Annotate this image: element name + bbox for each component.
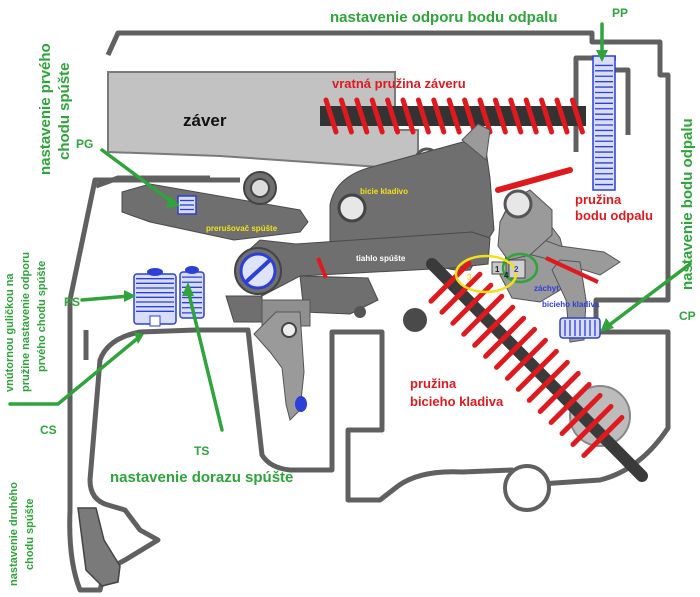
hammer-spring-coil bbox=[504, 337, 548, 381]
pg-screw bbox=[177, 195, 197, 215]
catch-label-1: záchyt bbox=[534, 284, 559, 293]
hammer-spring-coil bbox=[570, 404, 614, 448]
cs-label: CS bbox=[40, 423, 57, 437]
cp-label: CP bbox=[679, 309, 696, 323]
red-stop-mark bbox=[545, 256, 599, 284]
first-stage-label-1: nastavenie prvého bbox=[37, 43, 54, 175]
hammer-spring-label-2: bicieho kladiva bbox=[410, 394, 504, 409]
recoil-coil bbox=[554, 97, 570, 135]
recoil-coil bbox=[539, 97, 555, 135]
hammer-spring-coil bbox=[472, 304, 516, 348]
recoil-coil bbox=[400, 97, 416, 135]
ps-label: PS bbox=[64, 295, 80, 309]
red-bar-mark bbox=[316, 257, 328, 279]
ts-label: TS bbox=[194, 444, 209, 458]
recoil-coil bbox=[369, 97, 385, 135]
hammer-label: bicie kladivo bbox=[360, 187, 408, 196]
marker-4: 4 bbox=[504, 271, 509, 280]
marker-1: 1 bbox=[495, 265, 500, 274]
first-stage-label-2: chodu spúšte bbox=[56, 62, 73, 160]
recoil-coil bbox=[508, 97, 524, 135]
recoil-coil bbox=[354, 97, 370, 135]
fire-point-spring-label-2: bodu odpalu bbox=[575, 208, 653, 223]
hammer-spring-coil bbox=[439, 271, 483, 315]
ball-note-label-3: prvého chodu spúšte bbox=[36, 261, 48, 372]
ball-note-label-2: pružine nastavenie odporu bbox=[20, 252, 32, 392]
hammer-spring bbox=[426, 258, 648, 512]
recoil-coil bbox=[415, 97, 431, 135]
marker-2: 2 bbox=[514, 265, 519, 274]
interrupter-label: prerušovač spúšte bbox=[206, 224, 278, 233]
hammer-spring-coil bbox=[548, 381, 592, 425]
bolt-label: záver bbox=[183, 111, 227, 130]
trigger-bar-label: tiahlo spúšte bbox=[356, 254, 406, 263]
recoil-coil bbox=[431, 97, 447, 135]
hammer-spring-coil bbox=[494, 326, 538, 370]
cp-screw bbox=[559, 317, 601, 339]
recoil-coil bbox=[523, 97, 539, 135]
pp-label: PP bbox=[612, 6, 628, 20]
recoil-coil bbox=[477, 97, 493, 135]
trigger-pivot bbox=[234, 247, 282, 295]
marker-3: 3 bbox=[467, 273, 472, 282]
second-stage-label-1: nastavenie druhého bbox=[8, 482, 20, 586]
recoil-coil bbox=[338, 97, 354, 135]
recoil-spring-label: vratná pružina záveru bbox=[332, 76, 466, 91]
fire-point-spring bbox=[495, 167, 573, 193]
recoil-coil bbox=[492, 97, 508, 135]
catch-label-2: bicieho kladiva bbox=[542, 300, 600, 309]
hammer-spring-coil bbox=[483, 315, 527, 359]
top-setting-label: nastavenie odporu bodu odpalu bbox=[330, 9, 558, 26]
recoil-coil bbox=[569, 97, 585, 135]
pg-label: PG bbox=[76, 137, 93, 151]
trigger-stop-label: nastavenie dorazu spúšte bbox=[110, 469, 293, 486]
hammer-spring-coil bbox=[515, 348, 559, 392]
second-stage-label-2: chodu spúšte bbox=[24, 498, 36, 570]
hammer-spring-coil bbox=[581, 415, 625, 459]
fire-point-setting-label: nastavenie bodu odpalu bbox=[679, 118, 696, 290]
grip-lower bbox=[77, 330, 121, 587]
ball-note-label-1: vnútornou guličkou na bbox=[4, 273, 16, 392]
pins bbox=[354, 306, 427, 332]
cs-screw bbox=[179, 266, 205, 319]
pointer-lines bbox=[8, 22, 692, 432]
hammer-spring-coil bbox=[526, 359, 570, 403]
trigger bbox=[253, 311, 307, 421]
recoil-spring bbox=[320, 97, 586, 135]
recoil-coil bbox=[323, 97, 339, 135]
hammer-spring-coil bbox=[537, 370, 581, 414]
hammer-spring-coil bbox=[461, 293, 505, 337]
recoil-coil bbox=[446, 97, 462, 135]
fire-point-spring-label-1: pružina bbox=[575, 192, 622, 207]
hammer-spring-label-1: pružina bbox=[410, 376, 457, 391]
recoil-coil bbox=[385, 97, 401, 135]
pp-adjuster bbox=[592, 55, 616, 191]
hammer-spring-coil bbox=[559, 392, 603, 436]
hammer-spring-coil bbox=[428, 260, 472, 304]
contact-markers bbox=[454, 252, 539, 294]
recoil-coil bbox=[462, 97, 478, 135]
ps-screw bbox=[133, 268, 177, 327]
